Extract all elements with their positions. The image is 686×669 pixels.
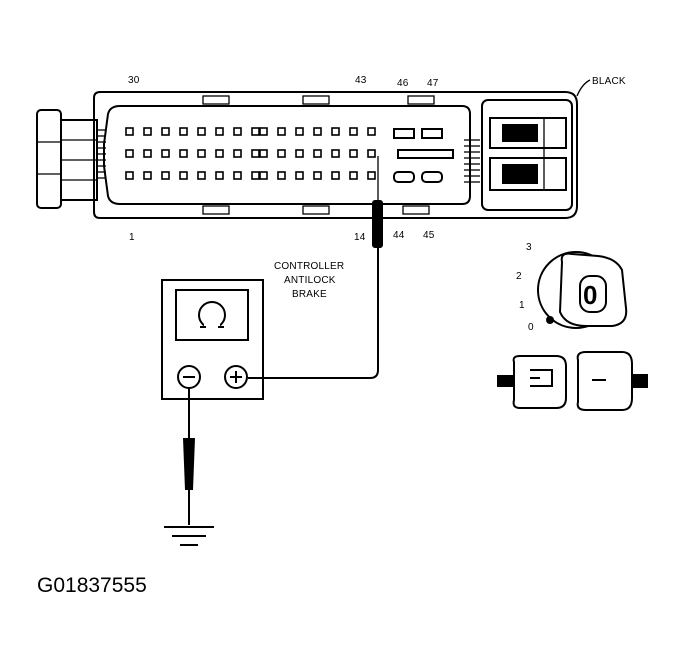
connector-pin bbox=[125, 171, 134, 180]
large-terminal-45 bbox=[421, 171, 443, 183]
connector-pin bbox=[251, 149, 260, 158]
pin-label-47: 47 bbox=[427, 78, 439, 89]
svg-text:BRAKE: BRAKE bbox=[292, 289, 327, 300]
connector-pin bbox=[313, 171, 322, 180]
ohmmeter bbox=[161, 279, 264, 400]
pin-label-1: 1 bbox=[129, 232, 135, 243]
connector-pin bbox=[259, 149, 268, 158]
connector-pin bbox=[295, 127, 304, 136]
connector-pin bbox=[215, 149, 224, 158]
connector-pin bbox=[161, 171, 170, 180]
connector-pin bbox=[331, 127, 340, 136]
pin-label-43: 43 bbox=[355, 75, 367, 86]
connector-pin bbox=[367, 127, 376, 136]
positive-test-lead bbox=[248, 156, 383, 379]
negative-test-lead bbox=[183, 388, 195, 525]
key-position-dot bbox=[546, 316, 554, 324]
connector-pin bbox=[179, 149, 188, 158]
large-terminal-47 bbox=[421, 128, 443, 139]
connector-pin bbox=[367, 149, 376, 158]
connector-latch bbox=[481, 99, 573, 211]
pin-label-46: 46 bbox=[397, 78, 409, 89]
figure-code: G01837555 bbox=[37, 574, 147, 597]
key-display: 0 bbox=[583, 280, 597, 310]
connector-pin bbox=[161, 127, 170, 136]
ignition-position-0: 0 bbox=[528, 322, 534, 333]
connector-pin bbox=[143, 127, 152, 136]
connector-pins bbox=[125, 127, 376, 180]
connector-pin bbox=[179, 171, 188, 180]
backprobe-tip bbox=[372, 200, 383, 248]
connector-pin bbox=[367, 171, 376, 180]
positive-terminal bbox=[224, 365, 248, 389]
connector-pin bbox=[331, 171, 340, 180]
connector-left-plug bbox=[36, 109, 62, 209]
connector-pin bbox=[313, 127, 322, 136]
connector-pin bbox=[349, 149, 358, 158]
large-terminal-bar bbox=[397, 149, 454, 159]
connector-pin bbox=[259, 127, 268, 136]
connector-pin bbox=[197, 149, 206, 158]
connector-pin bbox=[349, 171, 358, 180]
svg-text:ANTILOCK: ANTILOCK bbox=[284, 275, 336, 286]
connector-pin-cavity bbox=[103, 105, 471, 205]
ground-symbol-icon bbox=[164, 526, 214, 546]
connector-pin bbox=[143, 149, 152, 158]
ignition-switch: 3 2 1 0 0 bbox=[516, 242, 628, 333]
pin-label-45: 45 bbox=[423, 230, 435, 241]
connector-ribs-right bbox=[464, 139, 480, 183]
connector-pin bbox=[143, 171, 152, 180]
connector-pin bbox=[215, 127, 224, 136]
connector-pin bbox=[251, 127, 260, 136]
large-terminal-44 bbox=[393, 171, 415, 183]
connector-color-label: BLACK bbox=[592, 76, 626, 87]
connector-pin bbox=[349, 127, 358, 136]
ohmmeter-display bbox=[175, 289, 249, 341]
component-label: CONTROLLER ANTILOCK BRAKE bbox=[274, 261, 344, 300]
connector-pin bbox=[215, 171, 224, 180]
connector-pin bbox=[277, 149, 286, 158]
connector-pin bbox=[251, 171, 260, 180]
connector-pin bbox=[295, 171, 304, 180]
connector-pin bbox=[277, 127, 286, 136]
pin-label-44: 44 bbox=[393, 230, 405, 241]
connector-body bbox=[93, 91, 578, 219]
svg-text:CONTROLLER: CONTROLLER bbox=[274, 261, 344, 272]
pin-label-14: 14 bbox=[354, 232, 366, 243]
connector-pin bbox=[197, 127, 206, 136]
connector-pin bbox=[161, 149, 170, 158]
ohmmeter-body bbox=[161, 279, 264, 400]
connector-pin bbox=[277, 171, 286, 180]
connector-pin bbox=[233, 149, 242, 158]
ignition-position-2: 2 bbox=[516, 271, 522, 282]
large-terminal-46 bbox=[393, 128, 415, 139]
abs-controller-connector: BLACK 30 43 46 47 1 14 44 45 bbox=[36, 75, 626, 243]
connector-halves-icon bbox=[497, 351, 648, 411]
connector-pin bbox=[259, 171, 268, 180]
connector-pin bbox=[125, 127, 134, 136]
pin-label-30: 30 bbox=[128, 75, 140, 86]
connector-pin bbox=[313, 149, 322, 158]
connector-pin bbox=[233, 127, 242, 136]
connector-pin bbox=[331, 149, 340, 158]
connector-pin bbox=[233, 171, 242, 180]
ignition-position-1: 1 bbox=[519, 300, 525, 311]
connector-ribs-left bbox=[96, 129, 106, 179]
connector-pin bbox=[125, 149, 134, 158]
ignition-position-3: 3 bbox=[526, 242, 532, 253]
connector-pin bbox=[295, 149, 304, 158]
connector-pin bbox=[179, 127, 188, 136]
connector-pin bbox=[197, 171, 206, 180]
